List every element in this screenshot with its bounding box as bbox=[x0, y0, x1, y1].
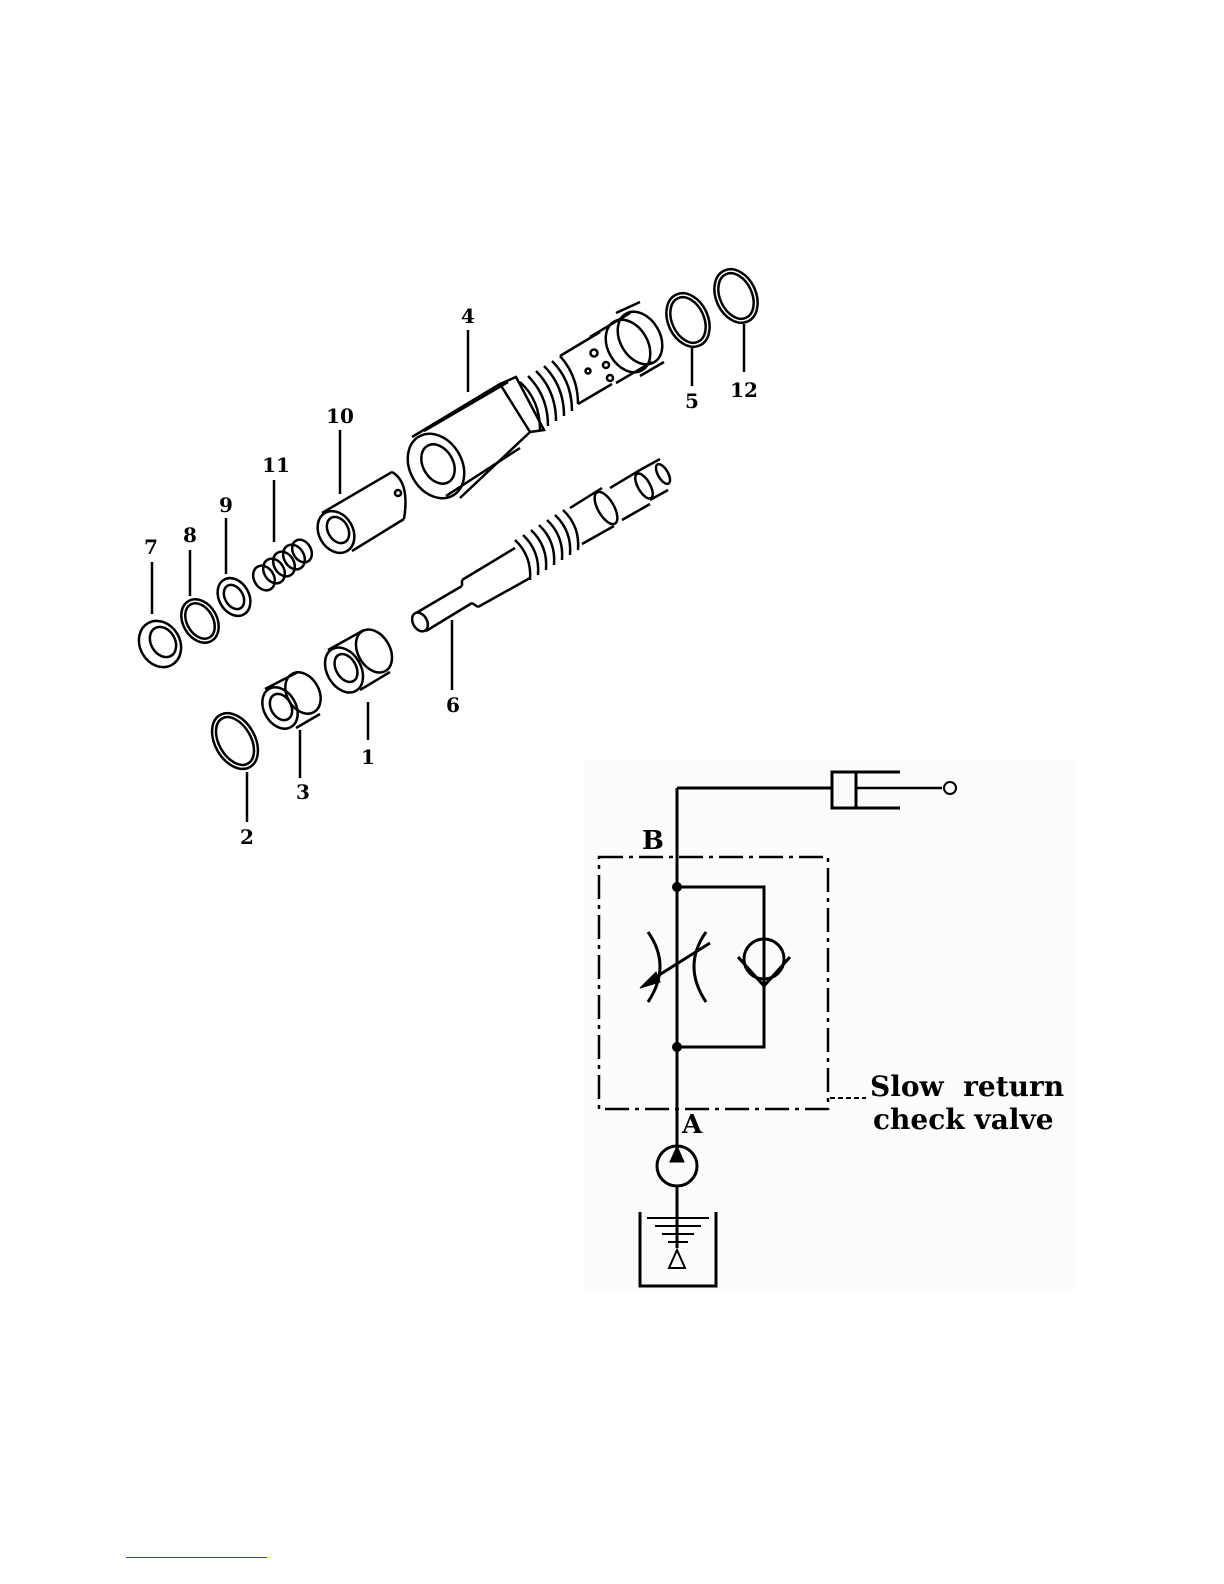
part-label-4: 4 bbox=[461, 304, 475, 328]
part-label-6: 6 bbox=[446, 693, 460, 717]
part-label-2: 2 bbox=[240, 825, 254, 849]
part-label-7: 7 bbox=[144, 535, 158, 559]
part-4-body bbox=[396, 302, 671, 508]
part-label-11: 11 bbox=[262, 453, 290, 477]
part-label-1: 1 bbox=[361, 745, 375, 769]
caption-line-1: Slow return bbox=[870, 1070, 1064, 1103]
part-3-sleeve bbox=[255, 666, 328, 735]
leader-lines bbox=[152, 324, 744, 822]
part-10-poppet bbox=[310, 472, 405, 560]
part-label-9: 9 bbox=[219, 493, 233, 517]
part-6-spool bbox=[409, 459, 673, 634]
part-label-3: 3 bbox=[296, 780, 310, 804]
exploded-view bbox=[131, 262, 766, 822]
part-label-12: 12 bbox=[730, 378, 758, 402]
caption-line-2: check valve bbox=[873, 1103, 1054, 1136]
part-label-10: 10 bbox=[326, 404, 354, 428]
port-a-label: A bbox=[681, 1110, 703, 1140]
part-7-washer bbox=[131, 613, 190, 675]
part-11-spring bbox=[249, 536, 316, 594]
part-2-snap-ring bbox=[203, 705, 268, 777]
footnote-rule bbox=[126, 1557, 267, 1558]
part-label-5: 5 bbox=[685, 389, 699, 413]
part-label-8: 8 bbox=[183, 523, 197, 547]
part-1-nut bbox=[317, 623, 399, 699]
port-b-label: B bbox=[642, 826, 664, 856]
part-5-o-ring bbox=[658, 286, 718, 354]
part-12-o-ring bbox=[706, 262, 766, 330]
part-9-snap-ring bbox=[211, 572, 257, 622]
